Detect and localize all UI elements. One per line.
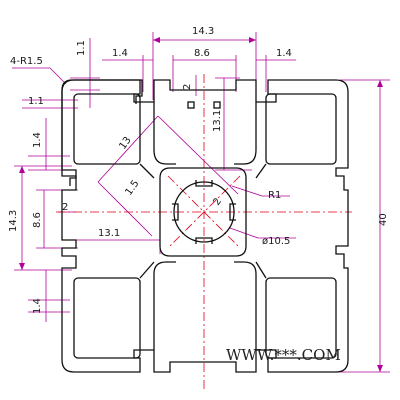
dim-top-lip: 1.1	[76, 40, 87, 56]
dim-inner-width: 13.1	[98, 228, 120, 239]
dim-top-right-wall: 1.4	[276, 48, 292, 59]
dim-left-lip: 1.1	[28, 96, 44, 107]
center-lines	[56, 74, 352, 392]
dim-left-slot-depth: 2	[62, 202, 68, 213]
dim-total-height: 40	[378, 213, 389, 226]
dim-diagonal-1-5: 1.5	[123, 178, 141, 197]
dim-top-left-wall: 1.4	[112, 48, 128, 59]
dim-top-slot: 8.6	[194, 48, 210, 59]
dim-left-slot-width: 14.3	[8, 210, 19, 232]
dim-center-radius: R1	[268, 190, 281, 201]
dim-inner-height: 13.1	[212, 110, 223, 132]
dim-corner-radius: 4-R1.5	[10, 56, 43, 67]
dimension-lines	[12, 32, 390, 373]
dim-top-width: 14.3	[192, 26, 214, 37]
profile-outline	[61, 79, 349, 373]
dim-bottom-left-wall: 1.4	[32, 298, 43, 314]
dim-left-wall: 1.4	[32, 132, 43, 148]
dim-bore: ø10.5	[262, 236, 290, 247]
dim-left-slot-inner: 8.6	[32, 212, 43, 228]
dim-slot-depth-top: 2	[182, 84, 193, 90]
watermark: WWW.***.COM	[226, 346, 341, 364]
dim-diagonal-13: 13	[117, 135, 133, 152]
dimension-texts: 14.3 8.6 1.4 1.4 1.1 4-R1.5 1.1 2 13.1 1…	[8, 26, 389, 314]
dim-center-2: 2	[211, 196, 224, 208]
